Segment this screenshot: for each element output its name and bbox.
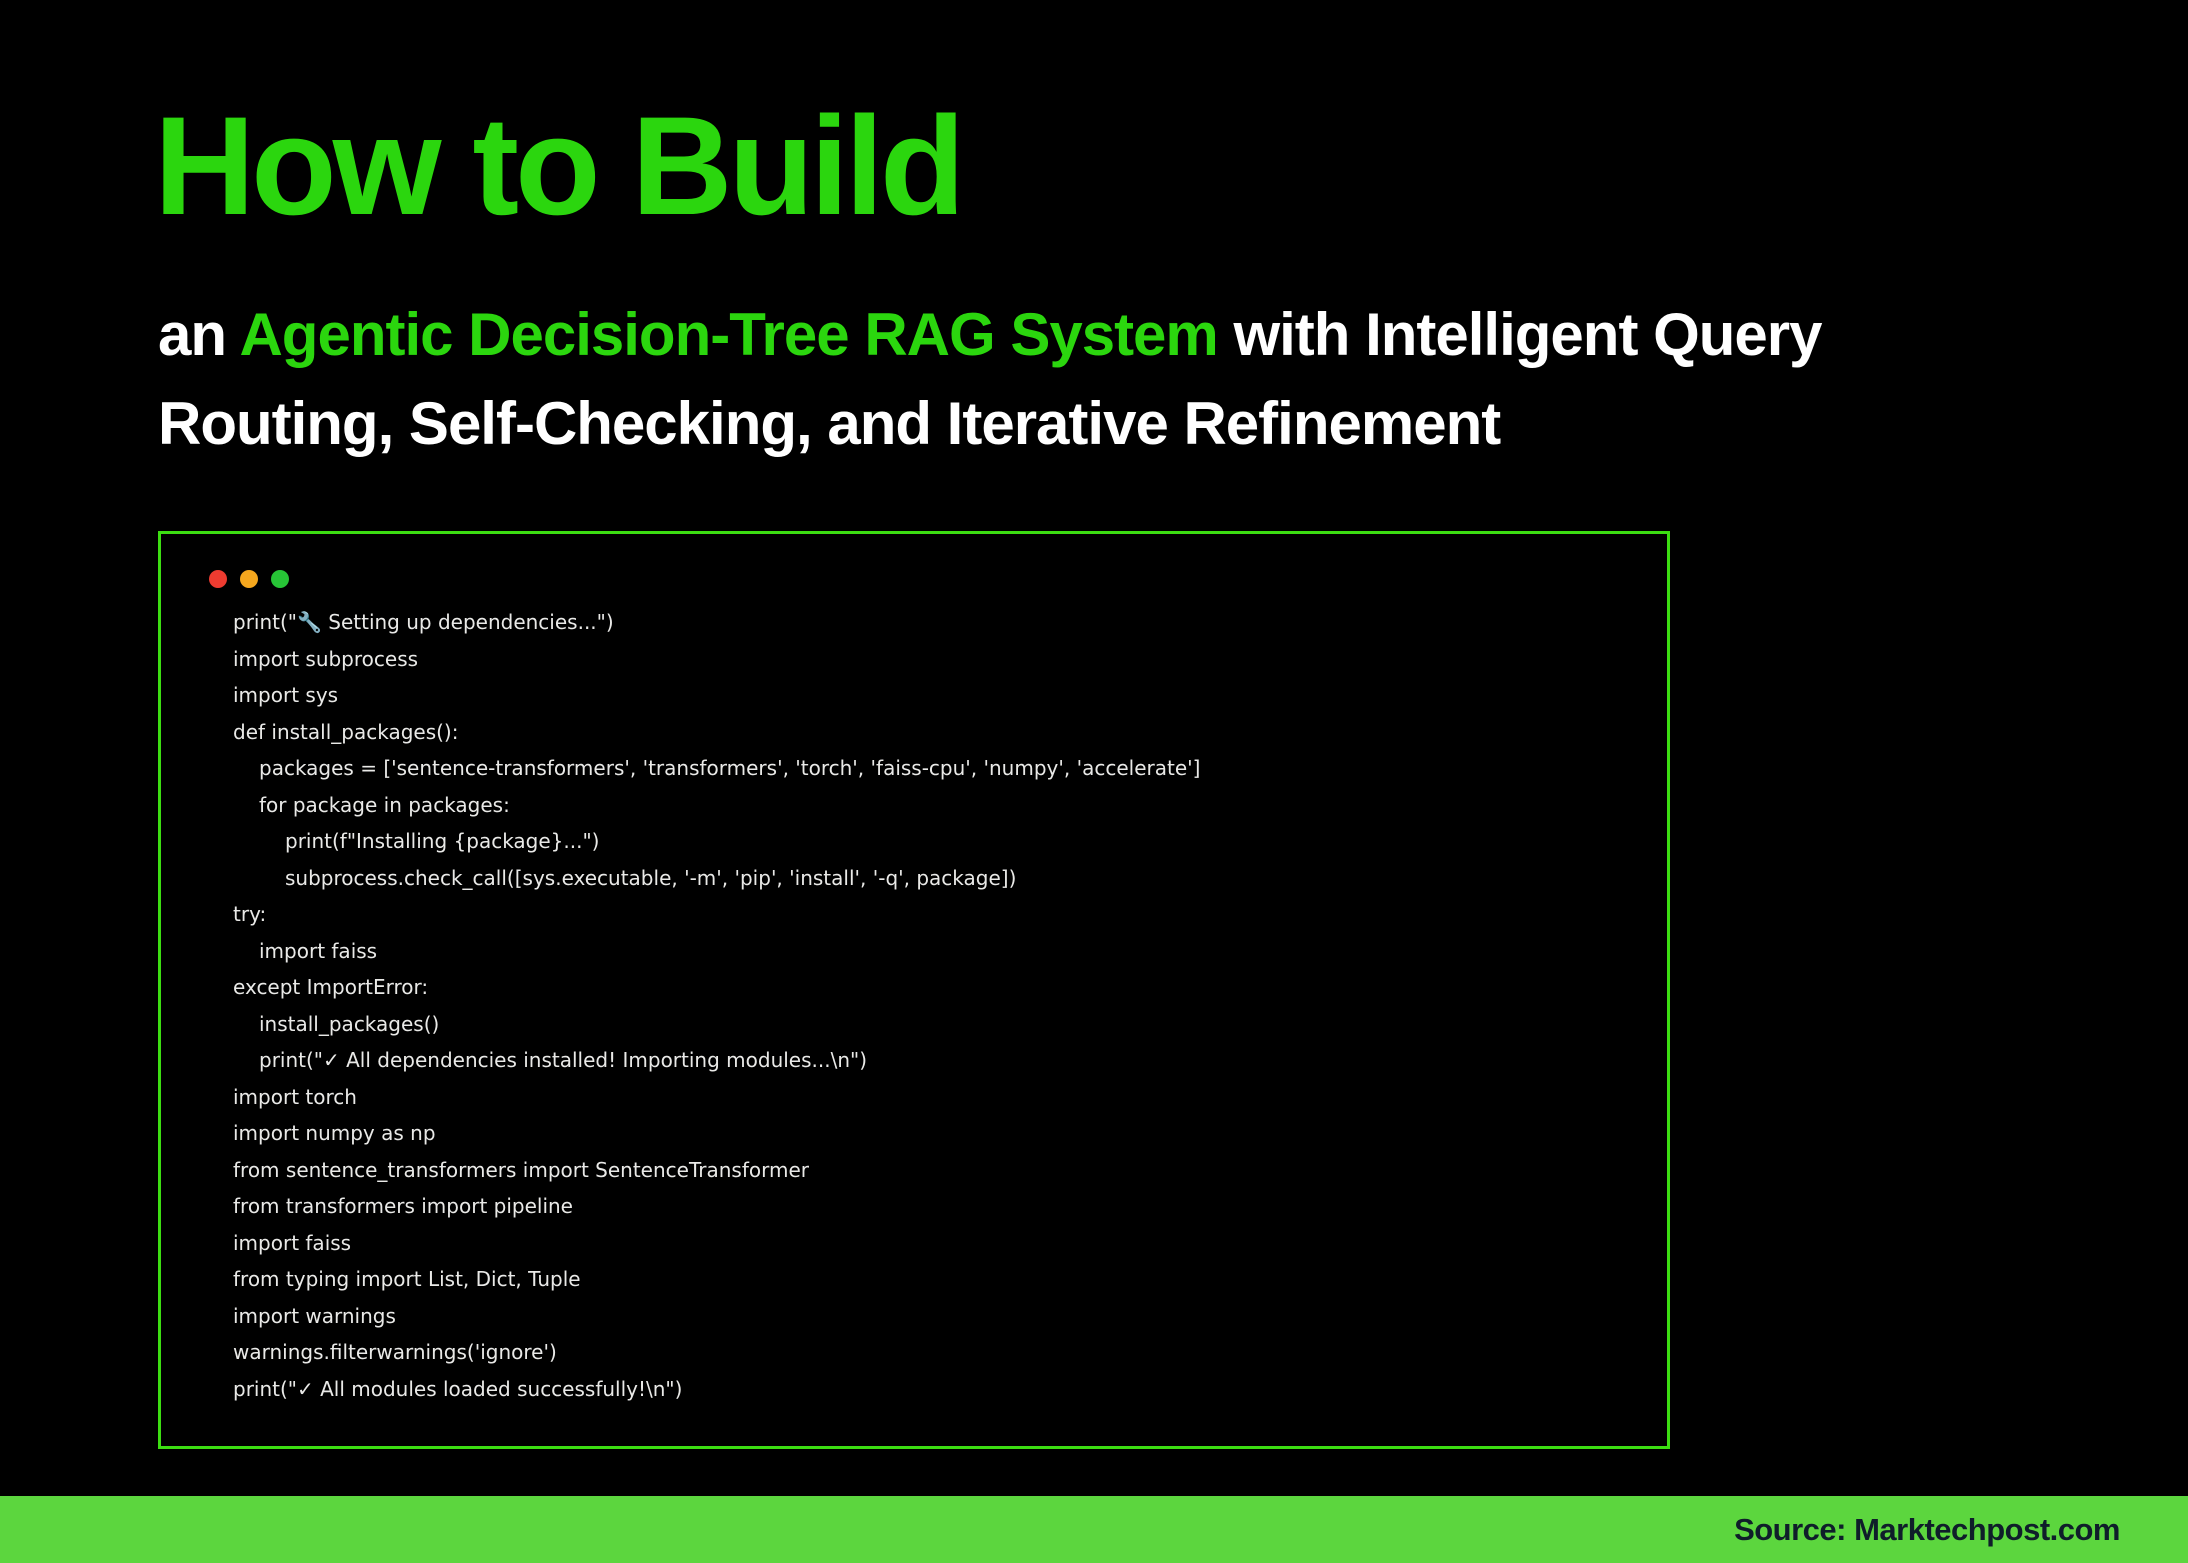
code-line: print(f"Installing {package}...") (285, 829, 600, 853)
code-line: print("✓ All dependencies installed! Imp… (259, 1048, 868, 1072)
code-line: from sentence_transformers import Senten… (233, 1157, 809, 1182)
code-line: for package in packages: (259, 792, 510, 817)
code-line: subprocess.check_call([sys.executable, '… (285, 865, 1017, 890)
code-line: warnings.filterwarnings('ignore') (233, 1340, 557, 1364)
close-control-icon[interactable] (209, 570, 227, 588)
zoom-control-icon[interactable] (271, 570, 289, 588)
code-line: import warnings (233, 1303, 396, 1328)
code-line: import faiss (233, 1230, 352, 1255)
subtitle-text: with Intelligent Query (1217, 301, 1822, 368)
code-line: import subprocess (233, 646, 419, 671)
footer-bar: Source: Marktechpost.com (0, 1496, 2188, 1563)
code-line: except ImportError: (233, 975, 429, 999)
code-line: import torch (233, 1084, 357, 1109)
source-credit: Source: Marktechpost.com (1734, 1512, 2120, 1547)
code-line: packages = ['sentence-transformers', 'tr… (259, 756, 1201, 780)
subtitle-highlight-text: Agentic Decision-Tree RAG System (239, 301, 1218, 368)
minimize-control-icon[interactable] (240, 570, 258, 588)
code-line: import sys (233, 683, 339, 707)
code-line: from typing import List, Dict, Tuple (233, 1267, 581, 1291)
subtitle-line: an Agentic Decision-Tree RAG System with… (158, 290, 1822, 379)
subtitle: an Agentic Decision-Tree RAG System with… (158, 290, 1822, 468)
subtitle-text: an (158, 301, 240, 368)
code-line: from transformers import pipeline (233, 1194, 573, 1218)
code-line: print("✓ All modules loaded successfully… (233, 1376, 683, 1401)
subtitle-text: Routing, Self-Checking, and Iterative Re… (158, 390, 1501, 457)
page-title: How to Build (154, 87, 965, 244)
window-controls (209, 570, 289, 588)
code-line: install_packages() (259, 1011, 440, 1036)
code-window: print("🔧 Setting up dependencies...") imp… (158, 531, 1670, 1449)
code-block: print("🔧 Setting up dependencies...") imp… (233, 604, 1647, 1407)
code-line: print("🔧 Setting up dependencies...") (233, 610, 614, 634)
code-line: import faiss (259, 938, 378, 963)
code-line: try: (233, 902, 267, 926)
subtitle-line: Routing, Self-Checking, and Iterative Re… (158, 379, 1822, 468)
code-line: def install_packages(): (233, 719, 459, 744)
code-line: import numpy as np (233, 1121, 436, 1145)
